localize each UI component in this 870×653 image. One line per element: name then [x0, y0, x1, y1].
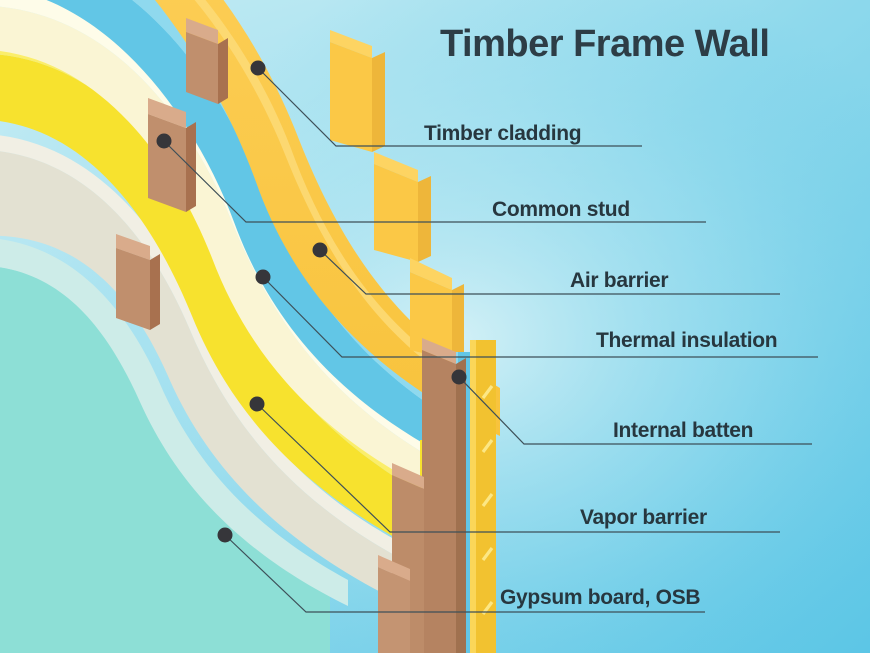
leader-line-timber-cladding [257, 67, 642, 147]
callout-common-stud[interactable]: Common stud [156, 133, 707, 223]
leader-dot-internal-batten [451, 369, 467, 385]
leader-line-gypsum-board [224, 534, 705, 613]
callout-internal-batten[interactable]: Internal batten [451, 369, 813, 445]
callout-label-thermal-insulation: Thermal insulation [596, 329, 777, 352]
internal-batten-lower [378, 555, 410, 653]
callout-label-internal-batten: Internal batten [613, 419, 753, 442]
cladding-board-end-upper [330, 30, 385, 152]
leader-dot-vapor-barrier [249, 396, 265, 412]
cladding-board-end-lower [374, 152, 431, 262]
callout-gypsum-board[interactable]: Gypsum board, OSB [217, 527, 706, 613]
callout-label-gypsum-board: Gypsum board, OSB [500, 586, 700, 609]
layer-vapor-barrier [0, 6, 446, 498]
leader-line-vapor-barrier [256, 403, 780, 533]
leader-dot-air-barrier [312, 242, 328, 258]
cladding-vertical-strip [470, 340, 496, 653]
leader-dot-timber-cladding [250, 60, 266, 76]
leader-line-internal-batten [458, 376, 812, 445]
stud-upper [186, 18, 228, 104]
leader-dot-gypsum-board [217, 527, 233, 543]
layer-thermal-insulation [0, 54, 430, 556]
page-title: Timber Frame Wall [440, 23, 769, 65]
cladding-highlight [194, 0, 486, 402]
callout-vapor-barrier[interactable]: Vapor barrier [249, 396, 781, 533]
layer-air-barrier [46, 0, 474, 470]
gypsum-edge-highlight [0, 239, 348, 606]
callout-label-common-stud: Common stud [492, 198, 630, 221]
leader-line-common-stud [163, 140, 706, 223]
callout-label-vapor-barrier: Vapor barrier [580, 506, 707, 529]
leader-dot-common-stud [156, 133, 172, 149]
callout-label-air-barrier: Air barrier [570, 269, 668, 292]
leader-dot-thermal-insulation [255, 269, 271, 285]
stud-lower [116, 234, 160, 330]
callout-thermal-insulation[interactable]: Thermal insulation [255, 269, 819, 358]
callout-label-timber-cladding: Timber cladding [424, 122, 581, 145]
layer-gypsum-board [0, 151, 396, 600]
callout-air-barrier[interactable]: Air barrier [312, 242, 781, 295]
leader-line-thermal-insulation [262, 276, 818, 358]
callout-timber-cladding[interactable]: Timber cladding [250, 60, 643, 147]
gypsum-top-bevel [0, 135, 396, 556]
internal-batten-main [422, 338, 466, 653]
leader-line-air-barrier [319, 249, 780, 295]
